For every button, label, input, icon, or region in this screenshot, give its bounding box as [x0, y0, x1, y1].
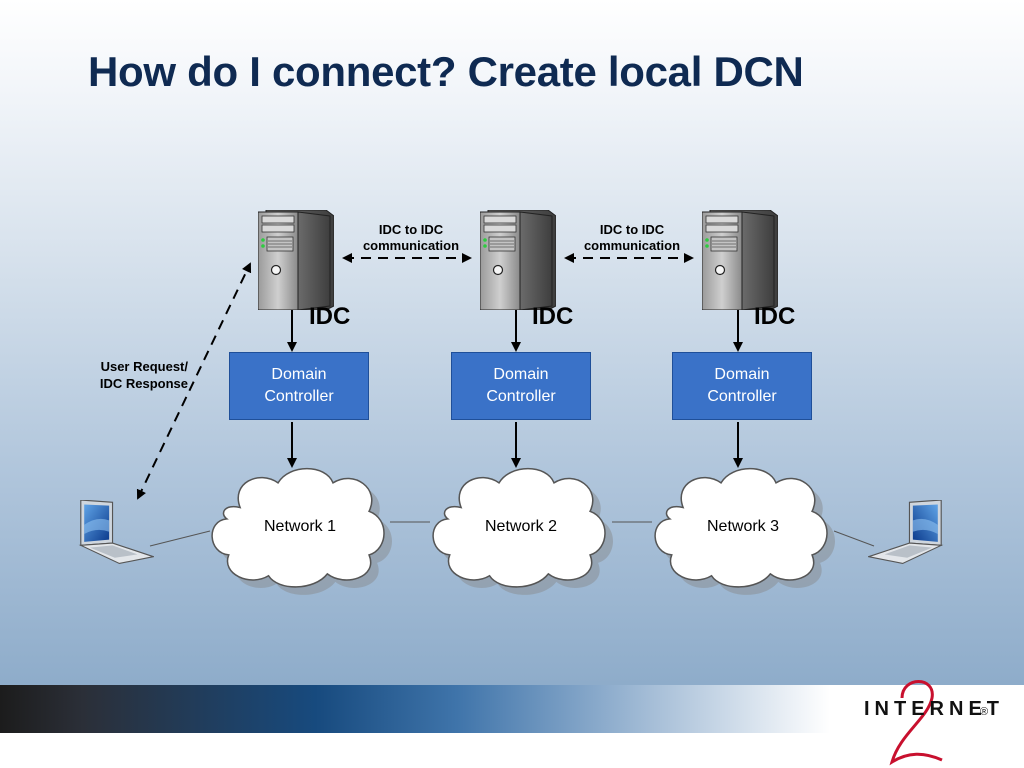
network-1-label: Network 1 [263, 518, 337, 535]
internet2-logo: INTERNET ® [858, 676, 999, 766]
laptop-right-icon [868, 500, 942, 565]
domain-controller-1: Domain Controller [229, 352, 369, 420]
domain-controller-label: Domain Controller [486, 366, 556, 405]
idc-server-2-icon [480, 210, 556, 310]
laptop-left-icon [80, 500, 154, 565]
link-laptop-left-network-1 [149, 530, 211, 547]
network-2-label: Network 2 [484, 518, 558, 535]
page-title: How do I connect? Create local DCN [88, 48, 804, 95]
user-request-arrow [136, 262, 252, 500]
logo-2-mark [889, 680, 943, 766]
user-request-label: User Request/ IDC Response [99, 359, 188, 391]
domain-controller-2: Domain Controller [451, 352, 591, 420]
idc-communication-label-2: IDC to IDC communication [583, 222, 681, 253]
logo-registered-mark: ® [980, 706, 989, 718]
domain-controller-label: Domain Controller [707, 366, 777, 405]
dcn-diagram [80, 210, 942, 595]
idc-server-3-icon [702, 210, 778, 310]
footer-bar [0, 685, 830, 733]
idc-label-1: IDC [309, 303, 351, 330]
domain-controller-label: Domain Controller [264, 366, 334, 405]
idc-label-3: IDC [754, 303, 796, 330]
idc-server-1-icon [258, 210, 334, 310]
idc-communication-label-1: IDC to IDC communication [362, 222, 460, 253]
logo-text: INTERNET [864, 698, 1004, 720]
idc-label-2: IDC [532, 303, 574, 330]
link-network-3-laptop-right [833, 530, 875, 547]
domain-controller-3: Domain Controller [672, 352, 812, 420]
network-3-label: Network 3 [706, 518, 780, 535]
